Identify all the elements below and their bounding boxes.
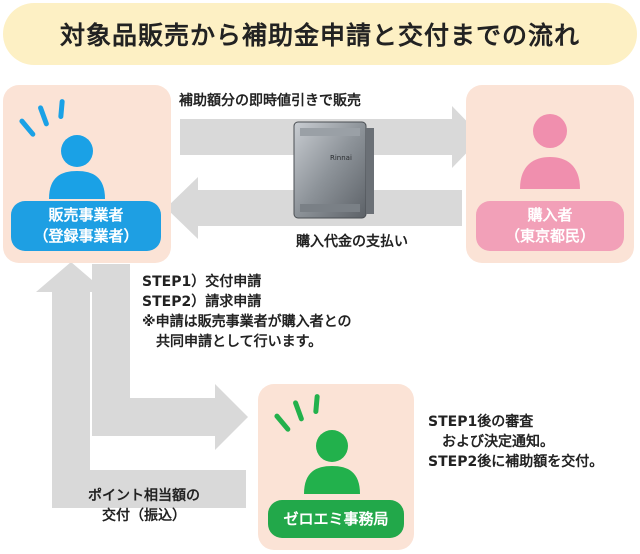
person-icon bbox=[520, 114, 580, 189]
office-panel: ゼロエミ事務局 bbox=[258, 384, 414, 550]
review-block: STEP1後の審査 および決定通知。 STEP2後に補助額を交付。 bbox=[428, 412, 603, 472]
grant-arrow bbox=[36, 262, 246, 508]
step-note-line1: ※申請は販売事業者が購入者との bbox=[142, 314, 352, 330]
sale-arrow-label: 補助額分の即時値引きで販売 bbox=[179, 93, 361, 109]
person-with-sound-icon bbox=[19, 99, 105, 199]
step-note-line2: 共同申請として行います。 bbox=[142, 334, 323, 350]
page-title-text: 対象品販売から補助金申請と交付までの流れ bbox=[59, 21, 580, 50]
review-line1: STEP1後の審査 bbox=[428, 414, 534, 430]
payment-block: ポイント相当額の 交付（振込） bbox=[58, 486, 230, 526]
heater-brand: Rinnai bbox=[330, 154, 352, 162]
buyer-panel: 購入者 （東京都民） bbox=[466, 85, 634, 263]
office-label-text: ゼロエミ事務局 bbox=[283, 509, 389, 528]
seller-label: 販売事業者 （登録事業者） bbox=[11, 201, 161, 251]
payment-line2: 交付（振込） bbox=[102, 508, 186, 524]
seller-panel: 販売事業者 （登録事業者） bbox=[3, 85, 171, 263]
person-with-sound-icon bbox=[274, 394, 360, 494]
application-arrow bbox=[92, 264, 248, 450]
step1-text: STEP1）交付申請 bbox=[142, 274, 262, 290]
steps-block: STEP1）交付申請 STEP2）請求申請 ※申請は販売事業者が購入者との 共同… bbox=[142, 272, 351, 352]
buyer-label: 購入者 （東京都民） bbox=[476, 201, 624, 251]
seller-label-line1: 販売事業者 bbox=[48, 206, 124, 224]
seller-label-line2: （登録事業者） bbox=[33, 227, 139, 245]
payment-line1: ポイント相当額の bbox=[88, 488, 200, 504]
review-line3: STEP2後に補助額を交付。 bbox=[428, 454, 604, 470]
buyer-label-line2: （東京都民） bbox=[504, 227, 595, 245]
buyer-label-line1: 購入者 bbox=[527, 206, 573, 224]
water-heater-icon: Rinnai bbox=[293, 121, 374, 219]
page-title: 対象品販売から補助金申請と交付までの流れ bbox=[3, 3, 637, 65]
payment-arrow-label: 購入代金の支払い bbox=[296, 234, 408, 250]
office-label: ゼロエミ事務局 bbox=[268, 500, 404, 538]
step2-text: STEP2）請求申請 bbox=[142, 294, 262, 310]
review-line2: および決定通知。 bbox=[428, 434, 554, 450]
